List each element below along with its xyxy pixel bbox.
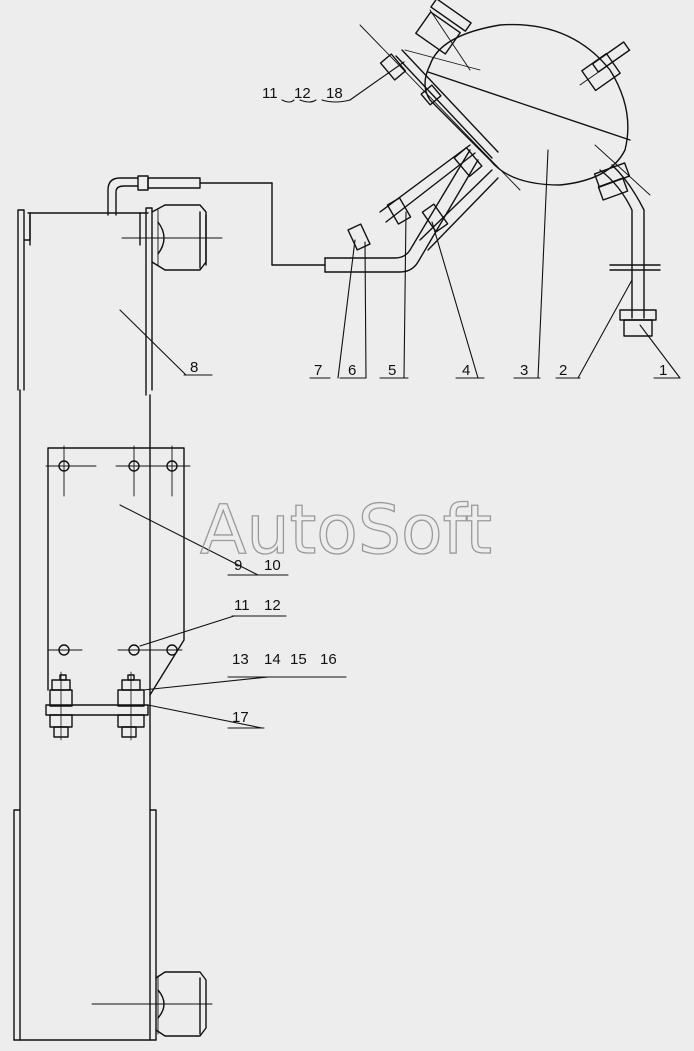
bolt-strap-assembly xyxy=(45,671,149,741)
callout-11-mid: 11 xyxy=(234,597,250,614)
callout-13: 13 xyxy=(232,651,249,668)
part-callouts: 1 2 3 4 5 6 7 8 9 10 11 12 18 11 12 13 1… xyxy=(190,85,667,726)
callout-9: 9 xyxy=(234,557,242,574)
callout-7: 7 xyxy=(314,362,322,379)
callout-16: 16 xyxy=(320,651,337,668)
frame-member xyxy=(13,207,157,1041)
callout-11-top: 11 xyxy=(262,85,278,102)
outlet-pipe xyxy=(593,144,661,337)
callout-4: 4 xyxy=(462,362,470,379)
bottom-pipe-stub xyxy=(91,971,213,1037)
callout-17: 17 xyxy=(232,709,249,726)
watermark-text: AutoSoft xyxy=(200,491,492,570)
callout-14: 14 xyxy=(264,651,281,668)
bracket-plate xyxy=(45,445,191,696)
callout-3: 3 xyxy=(520,362,528,379)
callout-8: 8 xyxy=(190,359,198,376)
connecting-hose xyxy=(107,144,499,273)
callout-2: 2 xyxy=(559,362,567,379)
callout-1: 1 xyxy=(659,362,667,379)
callout-5: 5 xyxy=(388,362,396,379)
callout-12-mid: 12 xyxy=(264,597,281,614)
top-pipe-stub xyxy=(121,204,223,271)
callout-10: 10 xyxy=(264,557,281,574)
callout-12-top: 12 xyxy=(294,85,311,102)
callout-6: 6 xyxy=(348,362,356,379)
expansion-tank xyxy=(359,0,631,191)
callout-18: 18 xyxy=(326,85,343,102)
leader-lines xyxy=(119,61,681,729)
callout-15: 15 xyxy=(290,651,307,668)
